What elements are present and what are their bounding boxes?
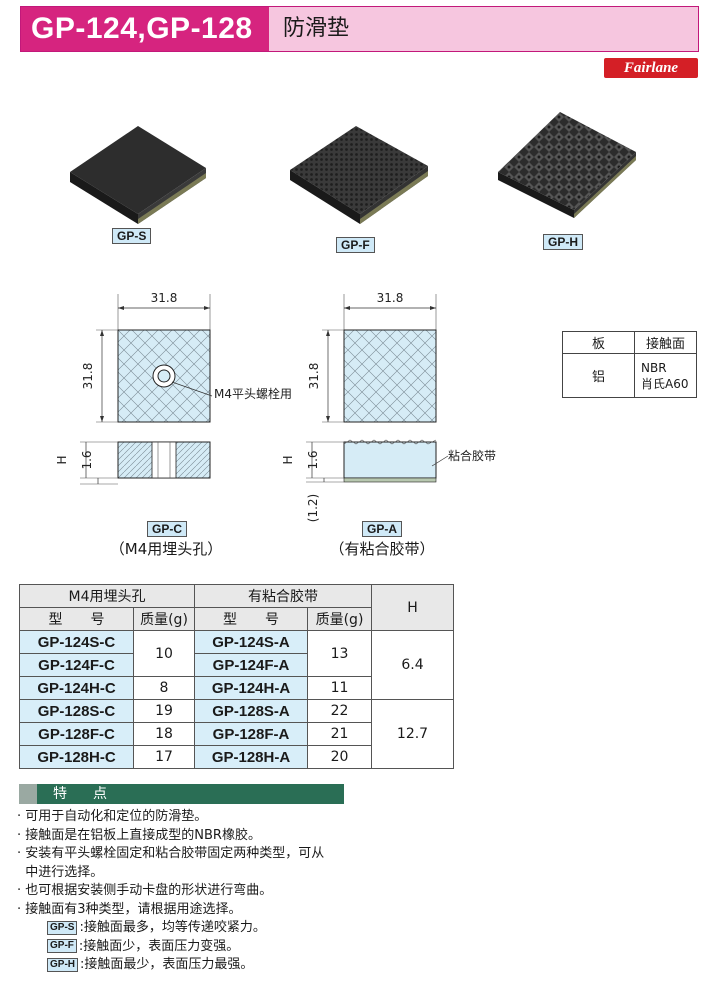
group-header-a: 有粘合胶带 (194, 584, 372, 608)
table-cell-h: 12.7 (371, 699, 454, 769)
group-header-c: M4用埋头孔 (19, 584, 195, 608)
features-list: · 可用于自动化和定位的防滑垫。 · 接触面是在铝板上直接成型的NBR橡胶。 ·… (17, 808, 324, 975)
mini-tag: GP-F (47, 939, 77, 953)
thick-dim-left: 1.6 (80, 450, 94, 469)
table-cell-model: GP-124S-A (194, 630, 308, 654)
features-heading: 特点 (19, 784, 344, 804)
height-dim-left: 31.8 (81, 363, 95, 390)
caption-gp-c: （M4用埋头孔） (109, 540, 223, 558)
material-table: 板 接触面 铝 NBR 肖氏A60 (562, 331, 697, 398)
product-photo-gp-s (70, 126, 206, 224)
tag-gp-f: GP-F (336, 237, 375, 253)
model-table: M4用埋头孔 有粘合胶带 H 型 号 质量(g) 型 号 质量(g) GP-12… (19, 584, 454, 769)
table-cell-model: GP-124F-A (194, 653, 308, 677)
table-cell-model: GP-124F-C (19, 653, 134, 677)
table-cell-model: GP-128H-A (194, 745, 308, 769)
mini-tag: GP-H (47, 957, 78, 972)
width-dim-left: 31.8 (151, 291, 178, 305)
tag-gp-c: GP-C (147, 521, 187, 537)
technical-drawing: 31.8 31.8 M4平头螺栓用 H 1.6 31.8 31.8 粘合胶带 H… (55, 291, 496, 522)
mass-header-a: 质量(g) (307, 607, 372, 631)
table-cell-mass: 20 (307, 745, 372, 769)
feature-sub-text: :接触面最多，均等传递咬紧力。 (79, 920, 266, 935)
table-cell-mass: 22 (307, 699, 372, 723)
brand-logo: Fairlane (604, 58, 698, 78)
feature-item: · 接触面是在铝板上直接成型的NBR橡胶。 (17, 827, 261, 843)
model-header-a: 型 号 (194, 607, 308, 631)
table-cell-model: GP-128H-C (19, 745, 134, 769)
h-header: H (371, 584, 454, 631)
table-cell-model: GP-128S-A (194, 699, 308, 723)
table-cell-model: GP-124H-A (194, 676, 308, 700)
feature-item: · 可用于自动化和定位的防滑垫。 (17, 809, 208, 824)
page-header: GP-124,GP-128 防滑垫 (20, 6, 699, 52)
feature-sub-text: :接触面少，表面压力变强。 (78, 938, 240, 954)
thick-dim-right: 1.6 (306, 450, 320, 469)
features-title: 特点 (53, 786, 133, 802)
feature-sub-item: GP-F:接触面少，表面压力变强。 (47, 938, 324, 957)
width-dim-right: 31.8 (377, 291, 404, 305)
bolt-callout: M4平头螺栓用 (214, 386, 292, 401)
table-cell-h: 6.4 (371, 630, 454, 700)
h-label-left: H (55, 455, 69, 464)
table-cell-model: GP-128F-A (194, 722, 308, 746)
tag-gp-s: GP-S (112, 228, 152, 244)
table-cell-mass: 18 (133, 722, 195, 746)
h-label-right: H (281, 455, 295, 464)
material-plate: 铝 (562, 353, 635, 398)
feature-sub-text: :接触面最少，表面压力最强。 (80, 957, 254, 972)
product-photo-gp-f (290, 126, 428, 224)
mini-tag: GP-S (47, 920, 78, 935)
features-marker (19, 784, 37, 804)
table-cell-model: GP-124S-C (19, 630, 134, 654)
table-cell-mass: 19 (133, 699, 195, 723)
material-contact: NBR 肖氏A60 (634, 353, 697, 398)
table-cell-model: GP-128S-C (19, 699, 134, 723)
material-contact-2: 肖氏A60 (641, 376, 689, 391)
feature-item: 中进行选择。 (17, 864, 104, 880)
table-cell-mass: 11 (307, 676, 372, 700)
material-header-plate: 板 (562, 331, 635, 354)
table-cell-model: GP-124H-C (19, 676, 134, 700)
model-title: GP-124,GP-128 (21, 7, 269, 51)
model-header-c: 型 号 (19, 607, 134, 631)
table-cell-model: GP-128F-C (19, 722, 134, 746)
product-photo-gp-h (498, 112, 636, 218)
table-cell-mass: 21 (307, 722, 372, 746)
table-cell-mass: 13 (307, 630, 372, 677)
feature-item: · 也可根据安装侧手动卡盘的形状进行弯曲。 (17, 883, 273, 898)
feature-sub-item: GP-S:接触面最多，均等传递咬紧力。 (47, 919, 324, 938)
table-cell-mass: 8 (133, 676, 195, 700)
tape-thick-dim: (1.2) (306, 494, 320, 522)
height-dim-right: 31.8 (307, 363, 321, 390)
tag-gp-h: GP-H (543, 234, 583, 250)
caption-gp-a: （有粘合胶带） (329, 540, 435, 558)
mass-header-c: 质量(g) (133, 607, 195, 631)
tag-gp-a: GP-A (362, 521, 402, 537)
feature-sub-item: GP-H:接触面最少，表面压力最强。 (47, 956, 324, 975)
table-cell-mass: 10 (133, 630, 195, 677)
tape-callout: 粘合胶带 (448, 448, 496, 463)
material-header-contact: 接触面 (634, 331, 697, 354)
product-title: 防滑垫 (283, 16, 350, 41)
feature-item: · 接触面有3种类型，请根据用途选择。 (17, 901, 242, 917)
feature-item: · 安装有平头螺栓固定和粘合胶带固定两种类型，可从 (17, 846, 325, 861)
table-cell-mass: 17 (133, 745, 195, 769)
material-contact-1: NBR (641, 360, 667, 375)
